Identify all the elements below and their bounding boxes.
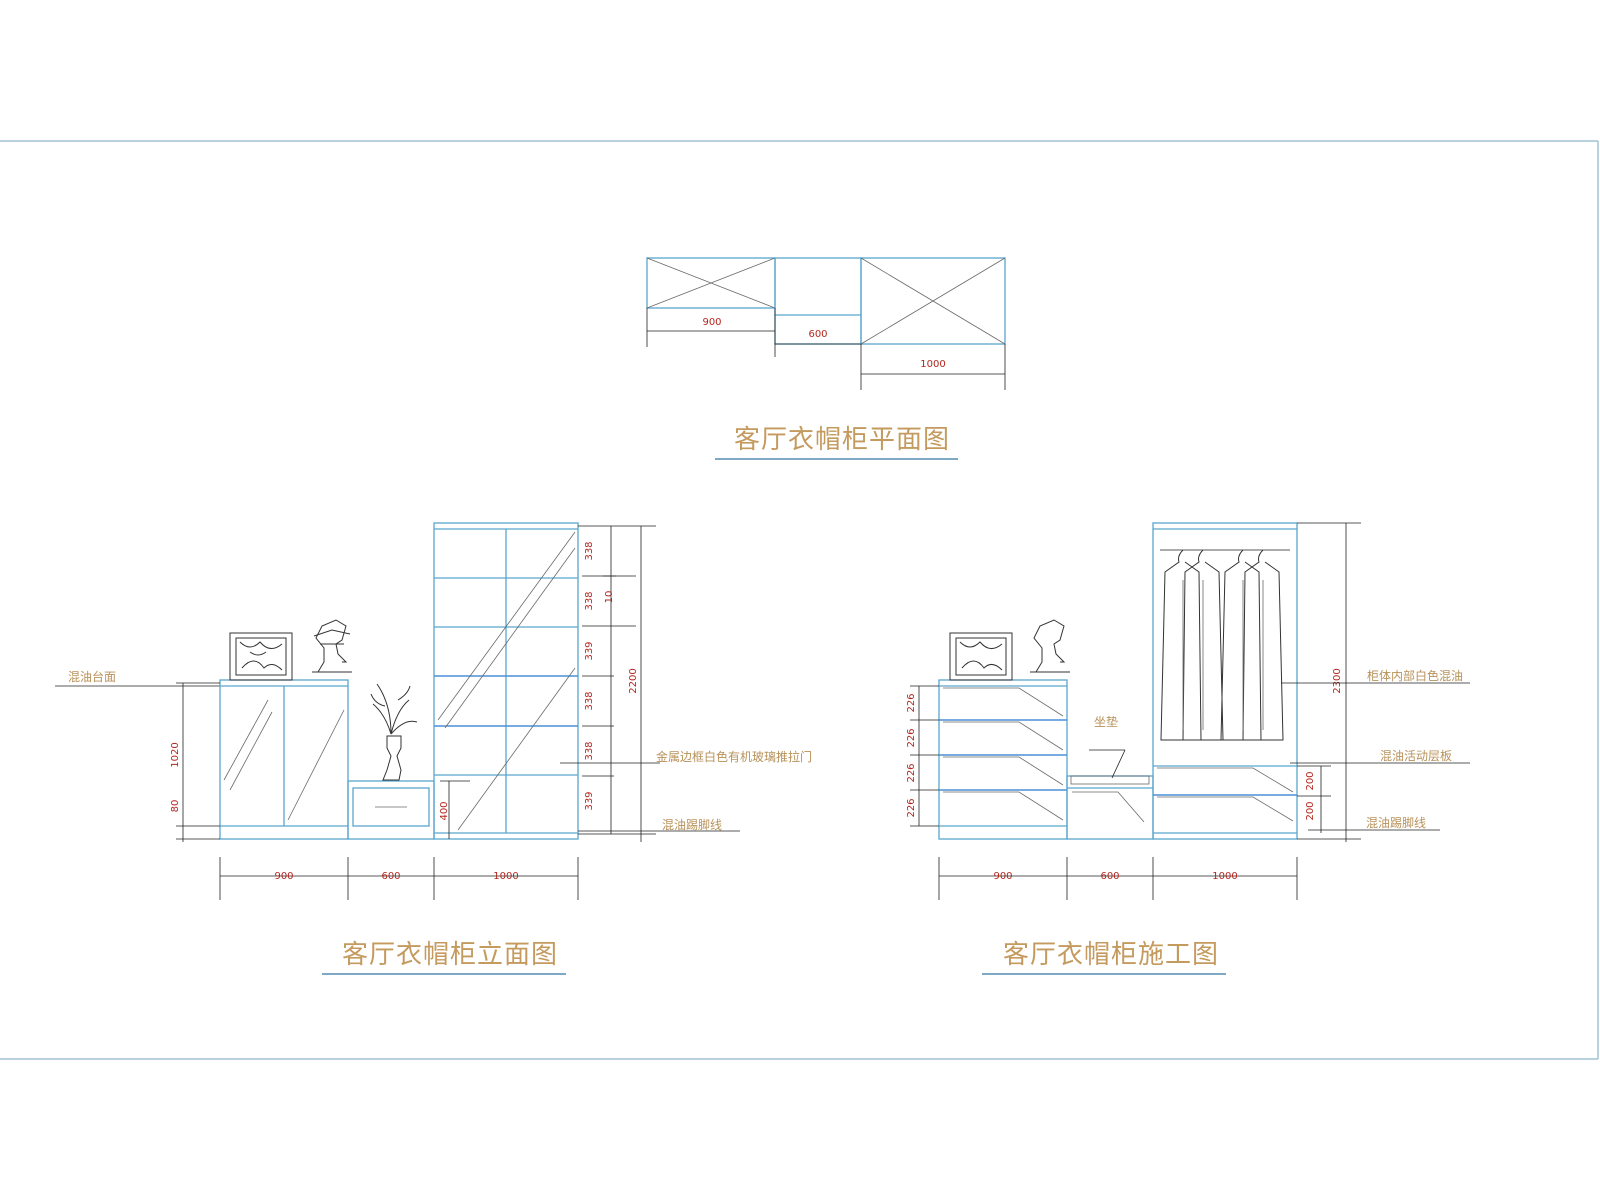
dim-label: 226: [906, 798, 917, 817]
elevation-width-dims: 900 600 1000: [219, 857, 579, 900]
bust-sculpture: [312, 619, 352, 673]
dim-label: 200: [1305, 771, 1316, 790]
construction-title: 客厅衣帽柜施工图: [1003, 940, 1219, 970]
shelf-label: 混油活动层板: [1380, 749, 1452, 763]
seat-cushion: [1070, 775, 1150, 785]
dim-label: 226: [906, 693, 917, 712]
picture-frame: [229, 632, 293, 681]
dim-label: 338: [584, 691, 595, 710]
dim-label: 1020: [170, 742, 181, 767]
elevation-height-dims: 338 338 10 339 338 338 339 2200: [578, 525, 656, 842]
dim-label: 338: [584, 591, 595, 610]
skirting-label: 混油踢脚线: [662, 817, 722, 832]
wardrobe: [1152, 522, 1298, 840]
picture-frame: [949, 632, 1013, 681]
countertop-label: 混油台面: [68, 669, 116, 684]
plan-cross: [646, 257, 776, 309]
plan-unit-1000: [860, 257, 1006, 345]
dim-label: 600: [808, 329, 827, 340]
dim-label: 200: [1305, 801, 1316, 820]
bench-unit: [347, 780, 435, 840]
dim-label: 80: [170, 800, 181, 813]
elevation-title: 客厅衣帽柜立面图: [342, 940, 558, 970]
plan-view: 900 600 1000: [646, 257, 1006, 390]
dim-label: 338: [584, 541, 595, 560]
plan-dimension-1000: 1000: [860, 344, 1006, 390]
glass-reflection: [437, 531, 576, 721]
dim-label: 226: [906, 763, 917, 782]
dim-label: 2300: [1332, 668, 1343, 693]
cushion-label: 坐垫: [1094, 714, 1118, 729]
dim-label: 2200: [628, 668, 639, 693]
vase: [382, 735, 402, 781]
skirting-label: 混油踢脚线: [1366, 815, 1426, 830]
dim-label: 338: [584, 741, 595, 760]
construction-width-dims: 900 600 1000: [938, 857, 1298, 900]
tall-cabinet: [433, 522, 579, 840]
dim-label: 10: [604, 591, 615, 604]
bench-drawer: [352, 787, 430, 827]
dim-label: 339: [584, 791, 595, 810]
plan-cross: [860, 257, 1006, 345]
dim-label: 900: [702, 317, 721, 328]
dim-label: 400: [439, 801, 450, 820]
plan-dimension-900: 900: [646, 308, 776, 357]
drawer-cabinet: [938, 679, 1068, 840]
interior-label: 柜体内部白色混油: [1367, 668, 1463, 683]
dim-label: 339: [584, 641, 595, 660]
plan-dimension-600: 600: [775, 329, 861, 345]
sliding-door-label: 金属边框白色有机玻璃推拉门: [656, 749, 812, 764]
elevation-view: 混油台面: [55, 522, 812, 900]
construction-view: 坐垫 2300 200 200 226 22: [906, 522, 1470, 900]
dim-label: 1000: [1212, 871, 1237, 882]
dim-label: 226: [906, 728, 917, 747]
plan-title: 客厅衣帽柜平面图: [734, 425, 950, 455]
dim-label: 1000: [920, 359, 945, 370]
dim-label: 900: [993, 871, 1012, 882]
seat-unit: [1066, 775, 1154, 840]
elevation-left-dims: 1020 80: [170, 682, 220, 842]
dim-label: 1000: [493, 871, 518, 882]
dim-label: 600: [381, 871, 400, 882]
hanging-clothes: [1160, 549, 1284, 741]
bust-sculpture: [1030, 619, 1070, 673]
dim-label: 600: [1100, 871, 1119, 882]
dim-label: 900: [274, 871, 293, 882]
